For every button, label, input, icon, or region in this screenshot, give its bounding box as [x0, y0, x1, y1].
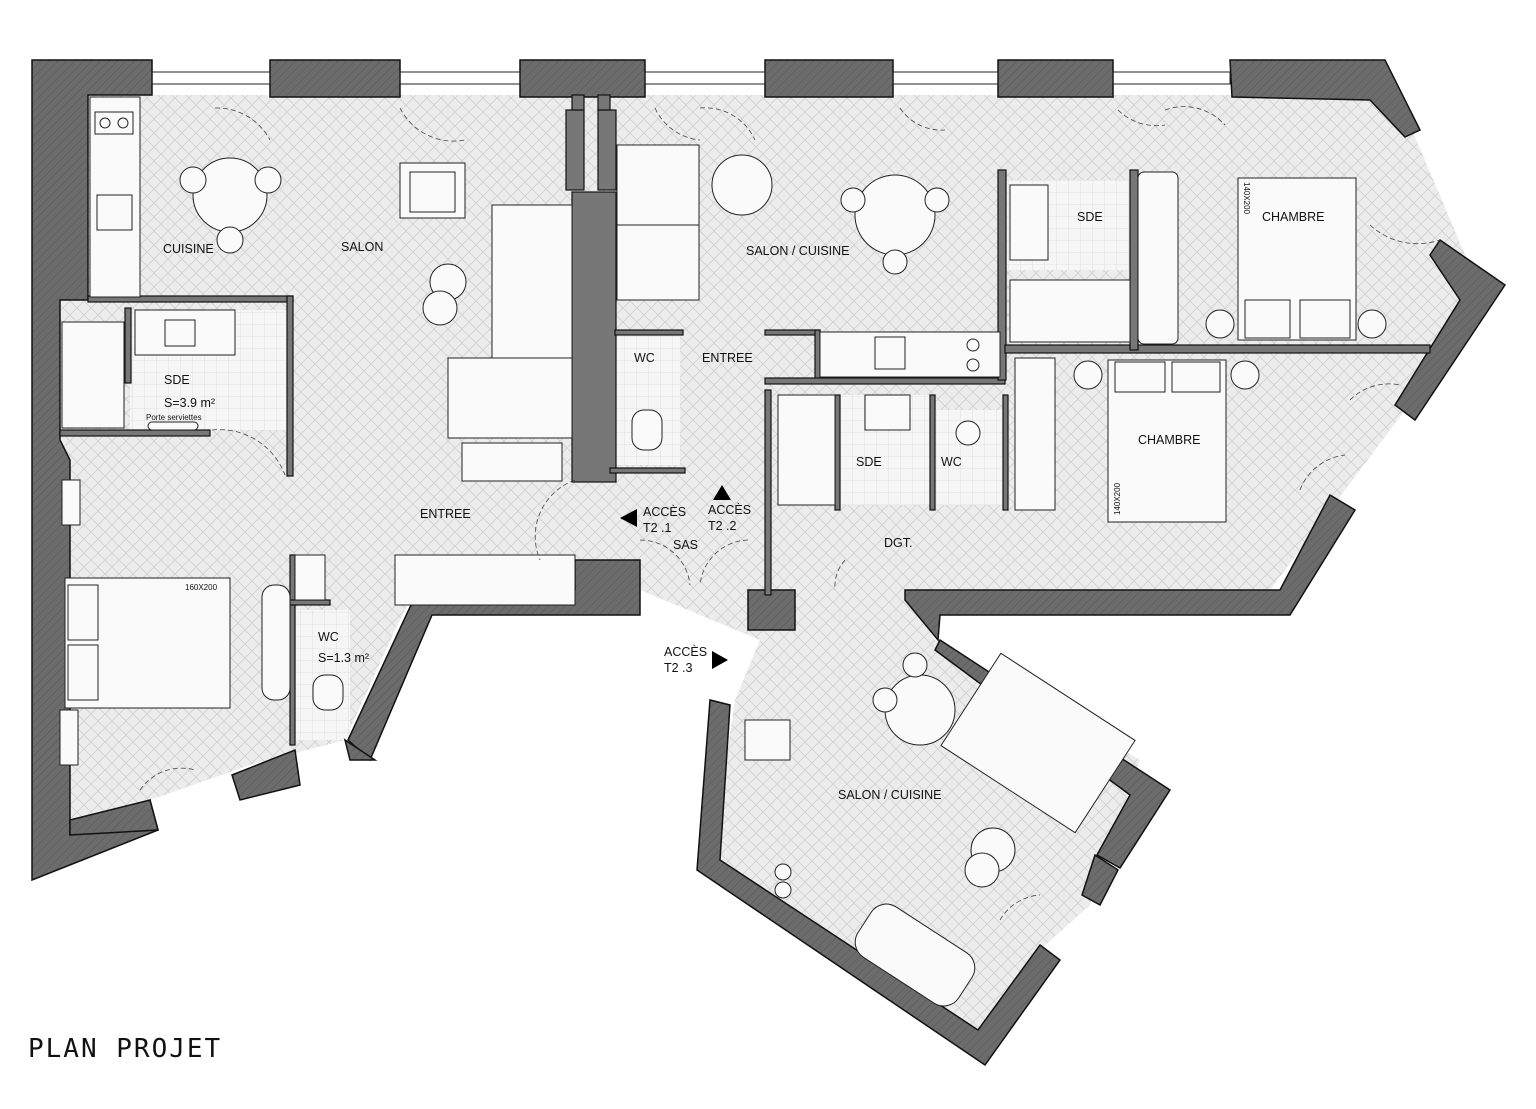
room-sde-2-area: S=3.9 m² — [164, 396, 215, 410]
room-chambre-1: CHAMBRE — [1262, 210, 1325, 224]
access-2-line2: T2 .2 — [708, 519, 737, 533]
room-salon-cuisine-2: SALON / CUISINE — [838, 788, 942, 802]
bed-labels: 160X200 140X200 140X200 Porte serviettes — [146, 182, 1251, 592]
arrow-up-icon — [713, 485, 731, 500]
towel-rail-label: Porte serviettes — [146, 413, 202, 422]
furniture — [59, 96, 1387, 1007]
bed-size-3: 140X200 — [1113, 482, 1122, 515]
room-sde-1: SDE — [1077, 210, 1103, 224]
room-salon: SALON — [341, 240, 383, 254]
room-cuisine: CUISINE — [163, 242, 214, 256]
room-entree-1: ENTREE — [702, 351, 753, 365]
interior-walls — [59, 94, 1431, 746]
door-swings — [139, 106, 1441, 921]
access-3-line2: T2 .3 — [664, 661, 693, 675]
arrow-right-icon — [712, 651, 728, 669]
bed-size-1: 160X200 — [185, 583, 218, 592]
access-1-line2: T2 .1 — [643, 521, 672, 535]
room-entree-2: ENTREE — [420, 507, 471, 521]
arrow-left-icon — [620, 509, 637, 527]
access-2-line1: ACCÈS — [708, 502, 751, 517]
room-sde-3: SDE — [856, 455, 882, 469]
room-dgt: DGT. — [884, 536, 912, 550]
room-sde-2: SDE — [164, 373, 190, 387]
exterior-walls — [31, 59, 1507, 1067]
room-wc-1: WC — [634, 351, 655, 365]
room-wc-3: WC — [318, 630, 339, 644]
room-salon-cuisine-1: SALON / CUISINE — [746, 244, 850, 258]
access-markers: ACCÈS T2 .1 ACCÈS T2 .2 ACCÈS T2 .3 — [620, 485, 751, 675]
room-wc-3-area: S=1.3 m² — [318, 651, 369, 665]
room-labels: CUISINE SALON SALON / CUISINE CHAMBRE SD… — [163, 210, 1325, 802]
plan-title: PLAN PROJET — [28, 1034, 222, 1064]
access-1-line1: ACCÈS — [643, 504, 686, 519]
room-sas: SAS — [673, 538, 698, 552]
windows — [151, 71, 1231, 85]
bed-size-2: 140X200 — [1242, 182, 1251, 215]
room-chambre-2: CHAMBRE — [1138, 433, 1201, 447]
room-wc-2: WC — [941, 455, 962, 469]
access-3-line1: ACCÈS — [664, 644, 707, 659]
